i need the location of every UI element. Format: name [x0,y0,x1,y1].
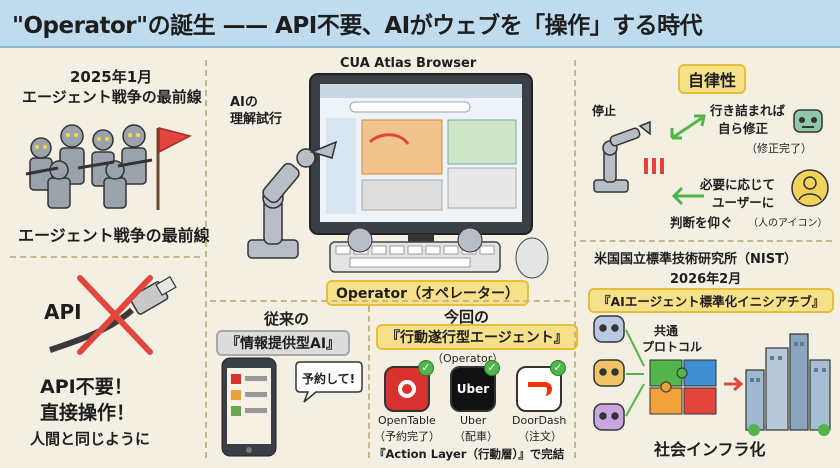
like-human-text: 人間と同じように [30,430,151,448]
stop-label: 停止 [592,104,617,118]
arrow-icon [724,376,744,392]
person-icon [791,169,829,207]
smartphone-icon [221,357,277,457]
nist-initiative: 『AIエージェント標準化イニシアチブ』 [588,288,835,313]
ask-1: 必要に応じて [700,177,776,192]
person-icon-label: （人のアイコン） [748,218,828,229]
nist-org: 米国国立標準技術研究所（NIST） [594,252,797,267]
direct-operation-text: 直接操作！ [40,402,136,424]
monitor-icon [309,73,533,258]
nist-caption: 社会インフラ化 [654,440,766,459]
pause-icon [644,158,664,174]
browser-title: CUA Atlas Browser [340,56,477,71]
check-icon: ✓ [550,360,566,376]
check-icon: ✓ [484,360,500,376]
current-heading-1: 今回の [444,308,490,326]
opentable-name: OpenTable [378,414,436,427]
frontline-caption: エージェント戦争の最前線 [18,226,210,245]
doordash-app-icon[interactable] [516,366,562,412]
keyboard-icon [329,227,549,279]
nist-date: 2026年2月 [670,272,742,287]
opentable-note: （予約完了） [374,430,440,443]
action-layer-text: 『Action Layer（行動層）』で完結 [374,447,565,461]
flag-icon [158,127,193,154]
conventional-heading-1: 従来の [264,310,310,328]
self-fix-1: 行き詰まれば [710,103,786,118]
check-icon: ✓ [418,360,434,376]
doordash-note: （注文） [518,430,562,443]
doordash-name: DoorDash [512,414,567,427]
robot-arm-icon [247,140,338,259]
ai-understanding-label: AIの 理解試行 [230,95,283,127]
robot-arm-icon [593,120,651,193]
ask-3: 判断を仰ぐ [670,215,733,230]
robot-network-icon [593,315,645,431]
ask-2: ユーザーに [712,195,775,210]
speech-bubble [295,361,363,403]
operator-label: Operator（オペレーター） [326,280,529,306]
uber-name-caption: Uber [460,414,487,427]
protocol-1: 共通 [654,324,679,338]
uber-note: （配車） [454,430,498,443]
no-api-text: API不要！ [40,376,133,398]
frontline-date: 2025年1月 [70,68,153,86]
cable-icon [49,275,177,355]
frontline-subtitle: エージェント戦争の最前線 [22,88,202,106]
conventional-heading-2: 『情報提供型AI』 [216,330,351,356]
self-fix-2: 自ら修正 [718,121,769,136]
current-heading-2: 『行動遂行型エージェント』 [376,324,578,350]
arrow-icon [670,114,706,140]
puzzle-icon [649,359,717,415]
arrow-icon [671,186,704,206]
api-label: API [44,300,82,324]
fix-done: （修正完了） [746,142,812,155]
speech-text: 予約して! [302,372,356,386]
city-icon [745,333,831,436]
page-title: "Operator"の誕生 —— API不要、AIがウェブを「操作」する時代 [12,13,703,39]
autonomy-title: 自律性 [678,64,747,94]
header-banner: "Operator"の誕生 —— API不要、AIがウェブを「操作」する時代 [0,0,840,48]
protocol-2: プロトコル [642,340,703,354]
robot-soldiers-icon [25,124,193,210]
robot-head-icon [793,109,823,133]
